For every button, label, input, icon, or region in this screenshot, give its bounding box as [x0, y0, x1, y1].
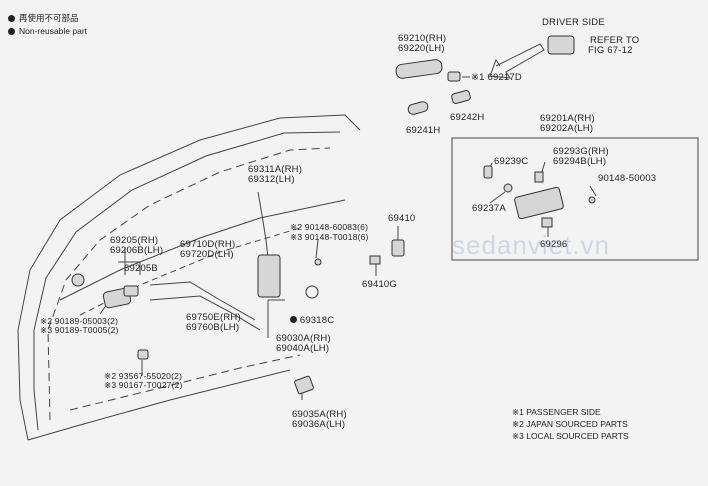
outside-handle	[395, 59, 443, 79]
part-69293g	[534, 171, 544, 183]
label-69312: 69312(LH)	[248, 174, 295, 185]
cable-69750	[149, 281, 256, 321]
bolt-90148	[588, 196, 596, 204]
label-69035a: 69035A(RH)	[292, 409, 347, 420]
label-69210: 69210(RH)	[398, 33, 447, 44]
label-93567-55020: ※2 93567-55020(2)	[104, 371, 183, 381]
label-90148-50003: 90148-50003	[598, 173, 657, 184]
detail-box	[451, 137, 699, 261]
label-69237a: 69237A	[472, 203, 506, 214]
non-reusable-bullet-icon	[290, 316, 297, 323]
label-69205: 69205(RH)	[110, 235, 159, 246]
label-69242h: 69242H	[450, 112, 485, 123]
label-69202a: 69202A(LH)	[540, 123, 594, 134]
seal-69318c	[305, 285, 319, 299]
arrow-to-driver-side	[489, 43, 545, 79]
driver-side-cylinder	[547, 35, 575, 55]
label-69205b: 69205B	[124, 263, 158, 274]
part-69237a	[503, 183, 513, 193]
label-69040a: 69040A(LH)	[276, 343, 330, 354]
footnote-passenger-side: ※1 PASSENGER SIDE	[512, 407, 601, 417]
label-69720d: 69720D(LH)	[180, 249, 234, 260]
leader-69205	[118, 248, 141, 275]
legend-non-reusable-jp: 再使用不可部品	[8, 12, 79, 24]
screw-93567	[137, 349, 149, 360]
door-bottom-line	[27, 369, 291, 441]
label-69294b: 69294B(LH)	[553, 156, 607, 167]
door-bottom-dash	[69, 354, 301, 411]
label-69410: 69410	[388, 213, 416, 224]
label-69030a: 69030A(RH)	[276, 333, 331, 344]
door-frame-inner	[33, 131, 341, 431]
handle-frame-69201	[514, 186, 564, 220]
bullet-icon	[8, 14, 15, 22]
legend-non-reusable: Non-reusable part	[8, 26, 87, 36]
part-69296	[541, 217, 553, 228]
door-lock-69030	[257, 254, 281, 298]
leader-69030	[267, 299, 285, 338]
label-69750e: 69750E(RH)	[186, 312, 241, 323]
label-90189-t0005: ※3 90189-T0005(2)	[40, 325, 119, 335]
label-69296: 69296	[540, 239, 568, 250]
door-frame-outer	[17, 114, 361, 441]
label-69036a: 69036A(LH)	[292, 419, 346, 430]
leader-90148-600	[315, 239, 319, 259]
refer-to-label: REFER TO	[590, 35, 640, 46]
handle-cap	[447, 71, 461, 82]
label-69220: 69220(LH)	[398, 43, 445, 54]
label-69241h: 69241H	[406, 125, 441, 136]
footnotes: ※1 PASSENGER SIDE ※2 JAPAN SOURCED PARTS…	[512, 406, 629, 442]
label-69410g: 69410G	[362, 279, 398, 290]
label-69710d: 69710D(RH)	[180, 239, 236, 250]
bolt-90148-600	[314, 258, 322, 266]
label-69239c: 69239C	[494, 156, 529, 167]
label-69318c-text: 69318C	[299, 315, 335, 326]
label-69311a: 69311A(RH)	[248, 164, 303, 175]
label-69293g: 69293G(RH)	[553, 146, 609, 157]
driver-side-title: DRIVER SIDE	[542, 17, 605, 28]
label-90167-t0027: ※3 90167-T0027(2)	[104, 380, 183, 390]
refer-fig-label: FIG 67-12	[588, 45, 633, 56]
leader-69237	[489, 191, 506, 204]
part-69410g	[369, 255, 381, 265]
bullet-icon	[8, 27, 15, 35]
watermark: sedanviet.vn	[452, 230, 610, 260]
leader-90148	[589, 185, 597, 197]
window-line	[59, 199, 346, 301]
label-69201a: 69201A(RH)	[540, 113, 595, 124]
part-69410	[391, 239, 405, 257]
label-69760b: 69760B(LH)	[186, 322, 240, 333]
cable-69710	[149, 295, 261, 331]
label-69318c: 69318C	[290, 316, 334, 326]
striker-69035	[294, 375, 314, 395]
label-90148-60083: ※2 90148-60083(6)	[290, 222, 369, 232]
label-90189-05003: ※2 90189-05003(2)	[40, 316, 119, 326]
footnote-local-sourced: ※3 LOCAL SOURCED PARTS	[512, 431, 629, 441]
legend-en-text: Non-reusable part	[19, 26, 88, 36]
footnote-japan-sourced: ※2 JAPAN SOURCED PARTS	[512, 419, 628, 429]
part-69239c	[483, 165, 493, 179]
clip-69205-pad	[71, 273, 85, 287]
label-69217d: ※1 69217D	[471, 72, 522, 83]
label-90148-t0018: ※3 90148-T0018(6)	[290, 232, 369, 242]
legend-jp-text: 再使用不可部品	[19, 13, 79, 23]
handle-pad-69242	[451, 90, 471, 104]
door-frame-dash	[47, 147, 331, 421]
label-69206b: 69206B(LH)	[110, 245, 164, 256]
rod-69311	[257, 191, 269, 259]
handle-pad-69241	[407, 101, 429, 115]
bezel-69205b	[123, 285, 139, 297]
